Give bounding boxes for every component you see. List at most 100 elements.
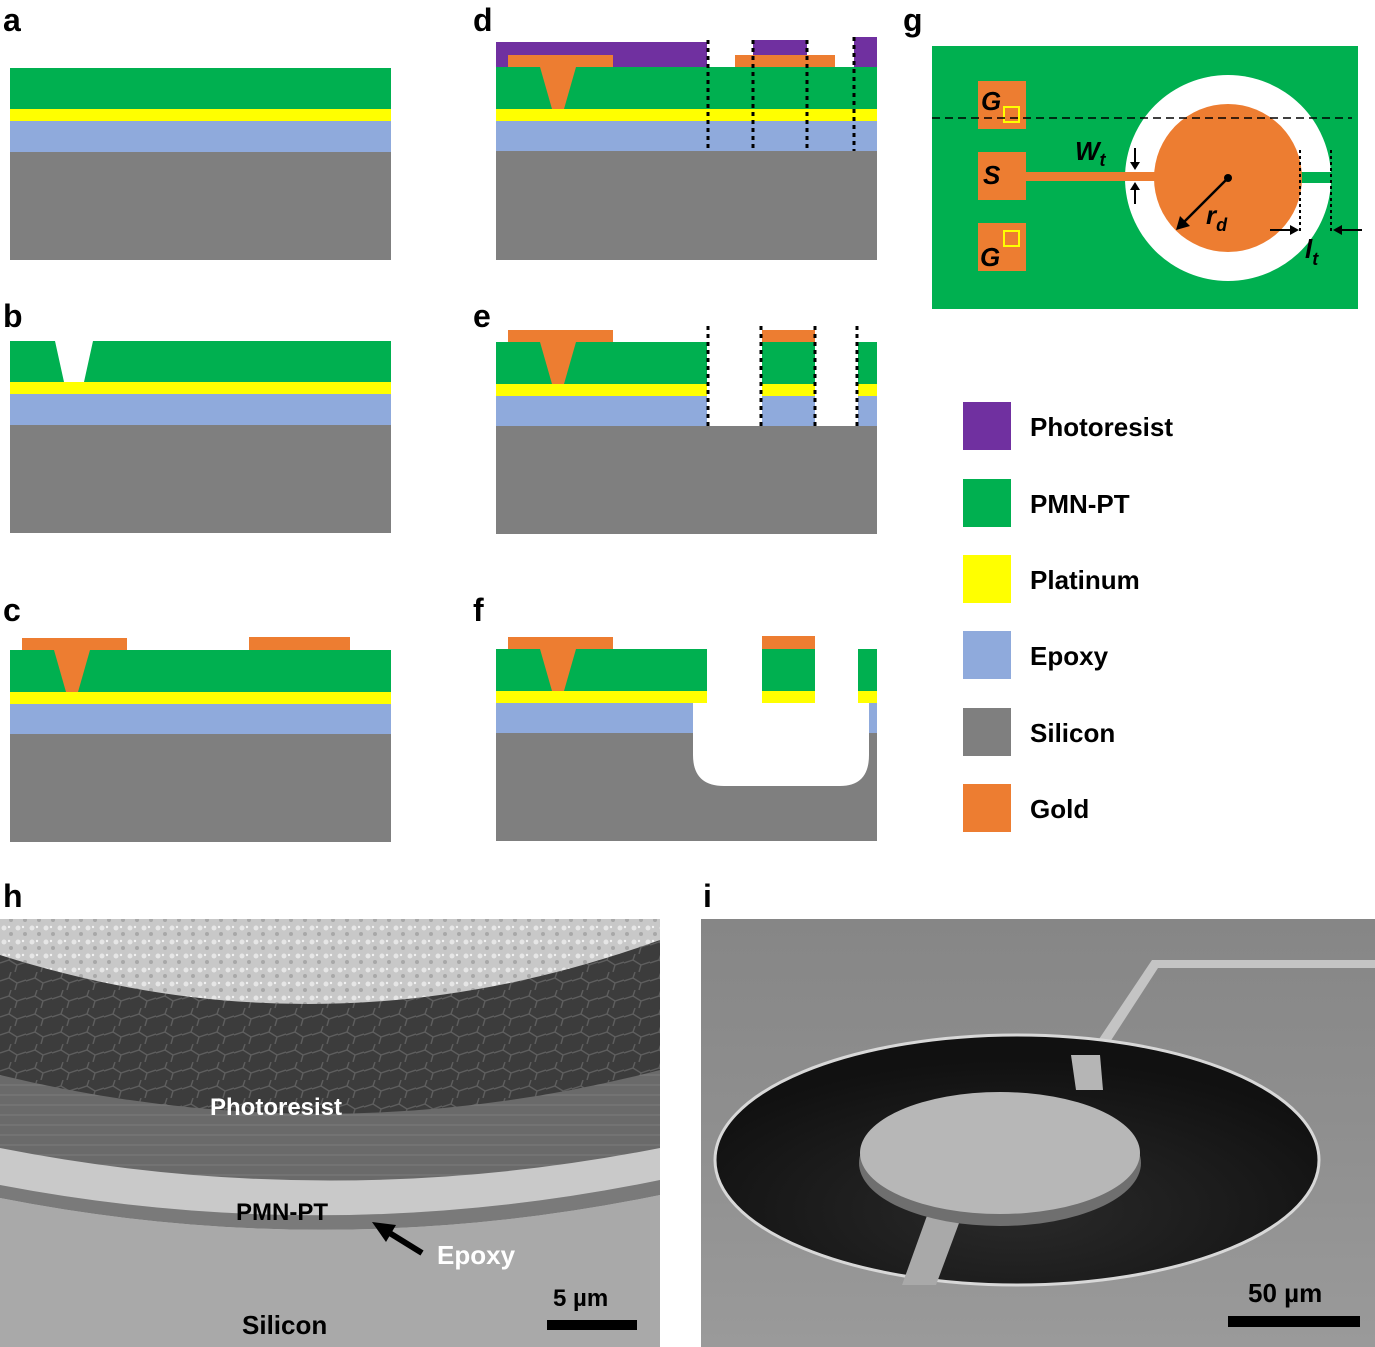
legend-label: Photoresist <box>1030 412 1174 442</box>
f-silicon-with-cavity <box>496 733 877 841</box>
panel-label-b: b <box>3 298 23 334</box>
panel-label-e: e <box>473 298 491 334</box>
f-epoxy-right <box>869 703 877 733</box>
d-epoxy-layer <box>496 121 877 151</box>
g-tether-outer <box>1300 172 1331 183</box>
c-gold-top-electrode <box>249 637 350 650</box>
legend-label: Silicon <box>1030 718 1116 748</box>
svg-text:lt: lt <box>1305 234 1319 269</box>
f-pmnpt-left <box>496 649 707 691</box>
g-signal-trace <box>1025 172 1160 181</box>
i-tether-top <box>1071 1055 1103 1090</box>
b-silicon-layer <box>10 425 391 533</box>
legend-item-gold: Gold <box>963 784 1263 832</box>
g-pad-top-label: G <box>981 86 1001 116</box>
h-label-pmnpt: PMN-PT <box>236 1199 328 1226</box>
legend-swatch-silicon <box>963 708 1011 756</box>
c-silicon-layer <box>10 734 391 842</box>
e-epoxy-left <box>496 396 707 426</box>
legend-label: PMN-PT <box>1030 489 1130 519</box>
d-photoresist-right <box>854 37 877 67</box>
e-platinum-left <box>496 384 707 396</box>
g-radius-label: r <box>1206 200 1218 230</box>
f-epoxy-left <box>496 703 693 733</box>
panel-label-f: f <box>473 592 484 628</box>
e-silicon-layer <box>496 426 877 534</box>
d-silicon-layer <box>496 151 877 260</box>
c-epoxy-layer <box>10 704 391 734</box>
h-label-silicon: Silicon <box>242 1310 327 1340</box>
b-epoxy-layer <box>10 394 391 425</box>
f-platinum-left <box>496 691 707 703</box>
legend-label: Platinum <box>1030 565 1140 595</box>
e-pmnpt-right <box>858 342 877 384</box>
legend-label: Epoxy <box>1030 641 1109 671</box>
i-scale-bar <box>1228 1316 1360 1327</box>
legend-swatch-epoxy <box>963 631 1011 679</box>
e-pmnpt-left <box>496 342 707 384</box>
g-length-sub: t <box>1312 249 1319 269</box>
c-gold-via-electrode <box>22 638 127 692</box>
legend-item-epoxy: Epoxy <box>963 631 1263 679</box>
panel-label-a: a <box>3 2 21 38</box>
f-gold-top-electrode <box>762 636 815 649</box>
legend-item-platinum: Platinum <box>963 555 1263 603</box>
g-width-label: W <box>1075 136 1102 166</box>
h-scale-label: 5 µm <box>553 1285 608 1312</box>
g-radius-dimension <box>1176 174 1232 230</box>
g-length-dimension <box>1270 150 1362 235</box>
svg-text:Wt: Wt <box>1075 136 1107 170</box>
b-pmnpt-layer-with-via <box>10 341 391 382</box>
e-gold-top-electrode <box>762 330 815 342</box>
e-pmnpt-center <box>762 342 815 384</box>
e-gold-via-electrode <box>508 330 613 384</box>
e-etch-guides <box>706 326 859 426</box>
i-membrane-disk <box>860 1092 1140 1214</box>
g-radius-sub: d <box>1216 215 1228 235</box>
g-pad-signal <box>978 152 1026 200</box>
legend-label: Gold <box>1030 794 1090 824</box>
h-label-epoxy: Epoxy <box>437 1240 516 1270</box>
g-pad-signal-label: S <box>983 160 1001 190</box>
f-pmnpt-right <box>858 649 877 691</box>
g-via-top <box>1003 106 1020 123</box>
f-pmnpt-center <box>762 649 815 691</box>
g-width-dimension <box>1130 148 1140 204</box>
h-label-photoresist: Photoresist <box>210 1094 342 1121</box>
legend-item-photoresist: Photoresist <box>963 402 1263 450</box>
panel-label-c: c <box>3 592 21 628</box>
legend-swatch-photoresist <box>963 402 1011 450</box>
legend-swatch-gold <box>963 784 1011 832</box>
legend-item-silicon: Silicon <box>963 708 1263 756</box>
panel-label-h: h <box>3 878 23 914</box>
e-platinum-right <box>858 384 877 396</box>
legend-swatch-pmnpt <box>963 479 1011 527</box>
d-gold-top-electrode <box>735 55 835 67</box>
g-via-bottom <box>1003 230 1020 247</box>
panel-label-i: i <box>703 878 712 914</box>
h-silicon-band <box>0 1195 660 1347</box>
h-epoxy-band <box>0 1180 660 1230</box>
h-pmnpt-band <box>0 1148 660 1216</box>
d-platinum-layer <box>496 109 877 121</box>
g-width-sub: t <box>1100 150 1107 170</box>
h-scale-bar <box>547 1320 637 1330</box>
e-epoxy-right <box>858 396 877 426</box>
f-platinum-center <box>762 691 815 703</box>
i-scale-label: 50 µm <box>1248 1278 1322 1308</box>
panel-label-g: g <box>903 2 923 38</box>
f-platinum-right <box>858 691 877 703</box>
svg-text:rd: rd <box>1206 200 1228 235</box>
legend: Photoresist PMN-PT Platinum Epoxy Silico… <box>963 402 1263 842</box>
h-photoresist-dark <box>0 940 660 1143</box>
a-silicon-layer <box>10 152 391 260</box>
g-length-label: l <box>1305 234 1313 264</box>
g-pad-bottom-label: G <box>980 242 1000 272</box>
